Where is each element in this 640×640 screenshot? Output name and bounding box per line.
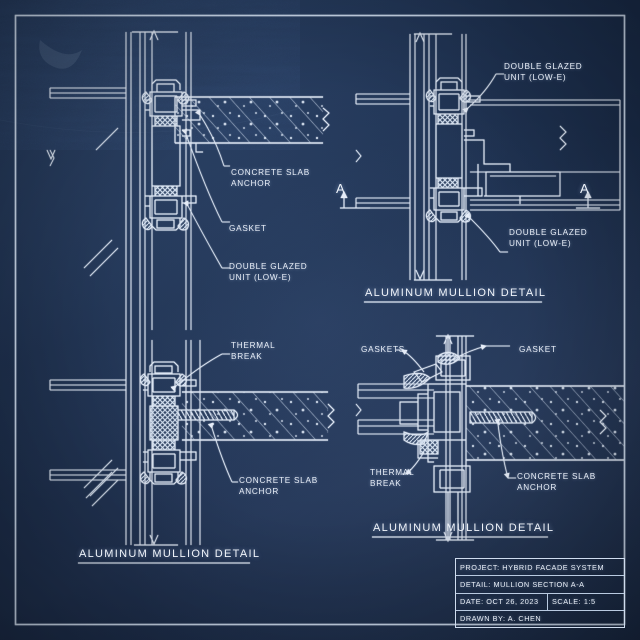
label-double-glazed-unit-tr-top: DOUBLE GLAZED UNIT (LOW-E) [504,62,583,82]
label-concrete-slab-anchor-tl: CONCRETE SLAB ANCHOR [231,168,310,188]
detail-top-left [46,29,330,545]
title-block-row-project: PROJECT: HYBRID FACADE SYSTEM [456,559,624,577]
detail-bottom-right [355,333,624,543]
caption-bottom-right: ALUMINUM MULLION DETAIL [373,522,555,534]
title-block-detail: DETAIL: MULLION SECTION A-A [460,579,585,589]
title-block-drawn-by: DRAWN BY: A. CHEN [460,614,542,624]
title-block-project: PROJECT: HYBRID FACADE SYSTEM [460,562,605,572]
section-mark-a-left: A [336,181,346,196]
label-thermal-break-br: THERMAL BREAK [370,468,415,488]
detail-top-right [340,31,621,281]
title-block-scale: SCALE: 1:5 [546,593,624,610]
caption-bottom-left: ALUMINUM MULLION DETAIL [79,548,261,560]
label-concrete-slab-anchor-bl: CONCRETE SLAB ANCHOR [239,476,318,496]
title-block-date: DATE: OCT 26, 2023 [460,597,539,607]
title-block: PROJECT: HYBRID FACADE SYSTEM DETAIL: MU… [455,558,625,628]
label-concrete-slab-anchor-br: CONCRETE SLAB ANCHOR [517,472,596,492]
label-gasket-br: GASKET [519,345,557,354]
label-double-glazed-unit-tl: DOUBLE GLAZED UNIT (LOW-E) [229,262,308,282]
label-gasket-tl: GASKET [229,224,267,233]
label-double-glazed-unit-tr-bottom: DOUBLE GLAZED UNIT (LOW-E) [509,228,588,248]
title-block-row-drawn-by: DRAWN BY: A. CHEN [456,611,624,627]
label-gaskets-br: GASKETS [361,345,405,354]
title-block-row-date-scale: DATE: OCT 26, 2023 SCALE: 1:5 [456,593,624,611]
title-block-row-detail: DETAIL: MULLION SECTION A-A [456,576,624,594]
section-mark-a-right: A [580,181,590,196]
detail-bottom-left [49,340,335,546]
caption-top-right: ALUMINUM MULLION DETAIL [365,287,547,299]
label-thermal-break-bl: THERMAL BREAK [231,341,276,361]
